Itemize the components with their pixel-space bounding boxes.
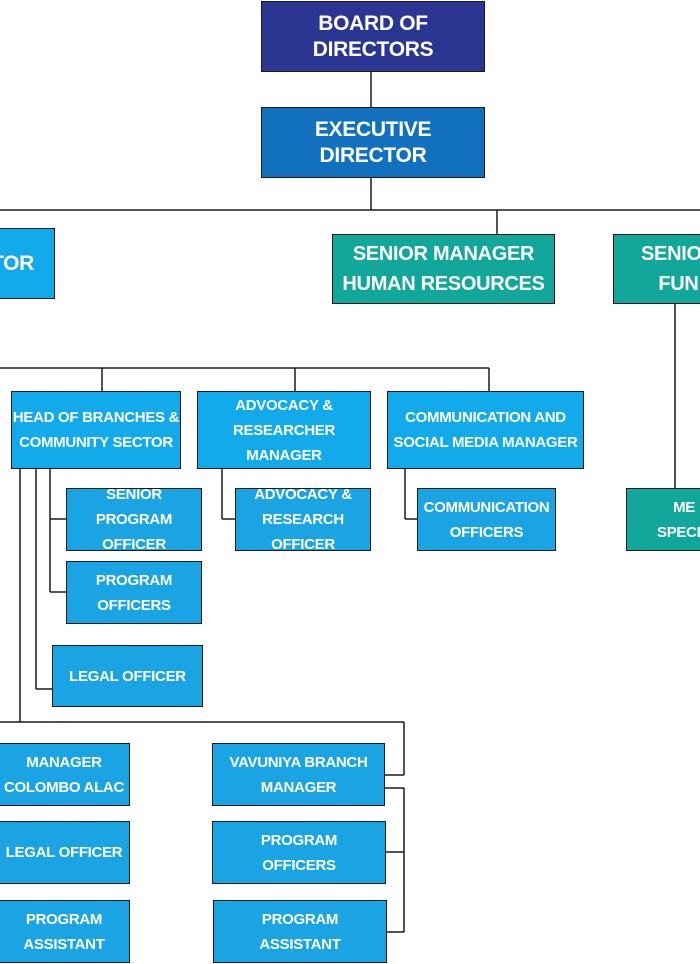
head-of-branches-box: HEAD OF BRANCHES & COMMUNITY SECTOR <box>11 391 181 469</box>
program-officers-box-1: PROGRAM OFFICERS <box>66 561 202 624</box>
advocacy-research-officer-box: ADVOCACY & RESEARCH OFFICER <box>235 486 371 553</box>
program-assistant-box-1: PROGRAM ASSISTANT <box>0 900 130 963</box>
board-of-directors-box: BOARD OF DIRECTORS <box>261 1 485 72</box>
program-assistant-box-2: PROGRAM ASSISTANT <box>213 900 387 963</box>
legal-officer-box-2: LEGAL OFFICER <box>0 821 130 884</box>
left-partial-box: TOR <box>0 228 55 299</box>
right-partial-box: SENIOR FUN <box>613 234 700 304</box>
program-officers-box-2: PROGRAM OFFICERS <box>212 821 386 884</box>
senior-program-officer-box: SENIOR PROGRAM OFFICER <box>66 486 202 553</box>
me-specialist-partial-box: ME SPECIA <box>626 488 700 551</box>
communication-manager-box: COMMUNICATION AND SOCIAL MEDIA MANAGER <box>387 391 584 469</box>
executive-director-box: EXECUTIVE DIRECTOR <box>261 107 485 178</box>
advocacy-manager-box: ADVOCACY & RESEARCHER MANAGER <box>197 391 371 469</box>
manager-colombo-alac-box: MANAGER COLOMBO ALAC <box>0 743 130 806</box>
communication-officers-box: COMMUNICATION OFFICERS <box>417 488 556 551</box>
vavuniya-branch-manager-box: VAVUNIYA BRANCH MANAGER <box>212 743 385 806</box>
senior-manager-hr-box: SENIOR MANAGER HUMAN RESOURCES <box>332 234 555 304</box>
legal-officer-box-1: LEGAL OFFICER <box>52 645 203 707</box>
